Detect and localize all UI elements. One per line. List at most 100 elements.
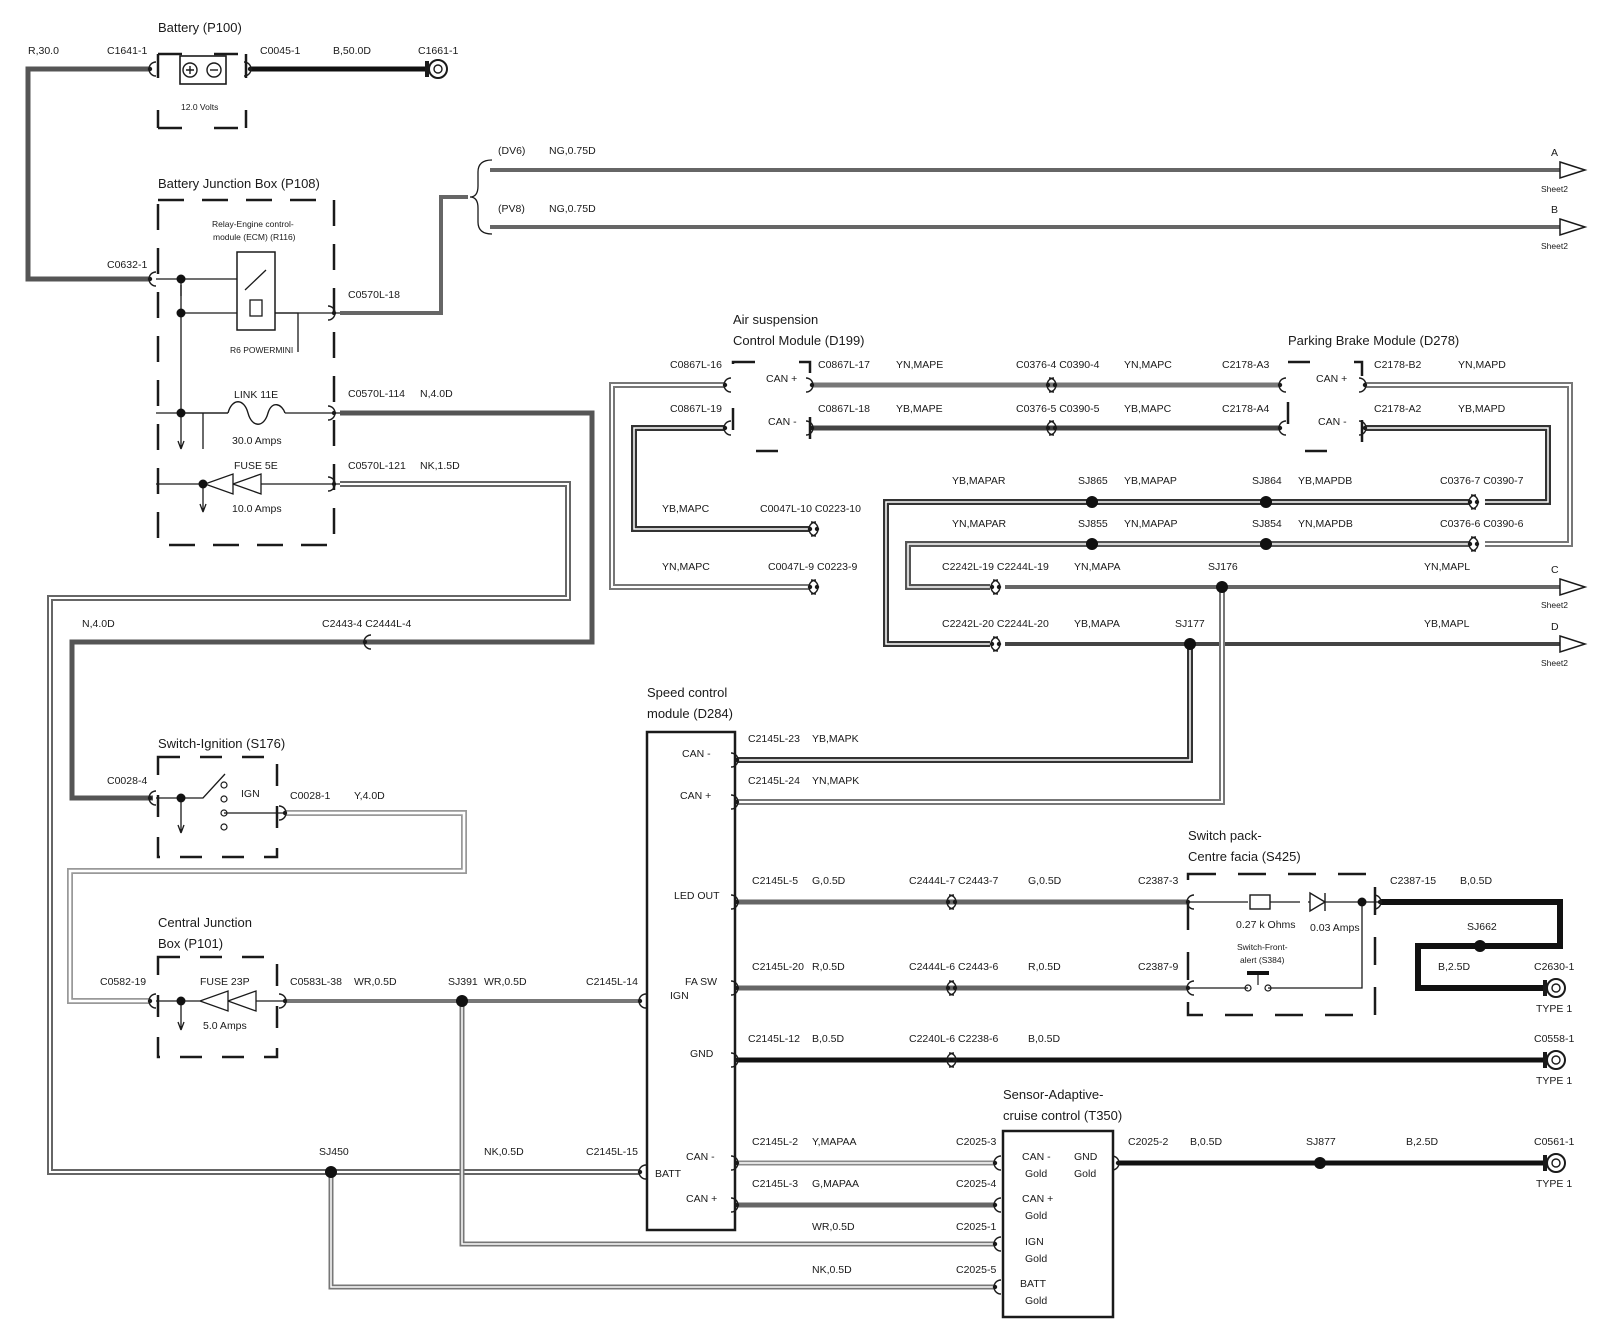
connector-pin-dot bbox=[996, 584, 1002, 590]
connector-pin-dot bbox=[1052, 425, 1058, 431]
wire-label: YN,MAPDB bbox=[1298, 518, 1353, 530]
connector-pin-dot bbox=[992, 1284, 998, 1290]
wire-nk05-acc-core bbox=[330, 1172, 995, 1288]
ring-terminal-hole bbox=[1551, 983, 1561, 993]
conn-label: C0867L-16 bbox=[670, 359, 722, 371]
bjb-title: Battery Junction Box (P108) bbox=[158, 176, 320, 191]
connector-pin-dot bbox=[1377, 899, 1383, 905]
conn-label: C2444L-7 C2443-7 bbox=[909, 875, 998, 887]
connector-pin-dot bbox=[734, 1057, 740, 1063]
asm-title-2: Control Module (D199) bbox=[733, 333, 865, 348]
wire-nk15-core bbox=[49, 483, 640, 1173]
splice-sj177 bbox=[1184, 638, 1196, 650]
wire-ybmapd bbox=[1365, 425, 1551, 505]
wire-label: B,0.5D bbox=[1460, 875, 1493, 887]
conn-label: C2145L-24 bbox=[748, 775, 800, 787]
connector-pin-dot bbox=[1467, 541, 1473, 547]
offsheet-sheet: Sheet2 bbox=[1541, 241, 1568, 251]
wire-ng-relay bbox=[340, 195, 468, 315]
conn-label: C0561-1 bbox=[1534, 1136, 1574, 1148]
label-layer: Battery (P100) 12.0 Volts Battery Juncti… bbox=[28, 20, 1574, 1307]
conn-type: TYPE 1 bbox=[1536, 1075, 1572, 1087]
offsheet-ref: B bbox=[1551, 204, 1558, 216]
wire-label: YB,MAPDB bbox=[1298, 475, 1352, 487]
wire-label: NK,0.5D bbox=[812, 1264, 852, 1276]
wire-label: YN,MAPL bbox=[1424, 561, 1470, 573]
splice-label: SJ662 bbox=[1467, 921, 1497, 933]
connector-pin-dot bbox=[331, 410, 337, 416]
sp-led-current: 0.03 Amps bbox=[1310, 922, 1360, 934]
connector-pin-dot bbox=[734, 1202, 740, 1208]
conn-label: C2387-3 bbox=[1138, 875, 1178, 887]
acc-pin-gold2: Gold bbox=[1074, 1168, 1096, 1180]
connector-pin-dot bbox=[637, 1169, 643, 1175]
conn-label: C0028-4 bbox=[107, 775, 147, 787]
offsheet-ref: C bbox=[1551, 564, 1559, 576]
splice-label: SJ854 bbox=[1252, 518, 1282, 530]
wire-label: G,MAPAA bbox=[812, 1178, 859, 1190]
acc-pin-can-l: CAN - bbox=[1022, 1151, 1051, 1163]
connector-pin-dot bbox=[807, 526, 813, 532]
wire-layer bbox=[25, 66, 1573, 1290]
connector-pin-dot bbox=[147, 998, 153, 1004]
connector-pin-dot bbox=[734, 985, 740, 991]
splice-label: SJ450 bbox=[319, 1146, 349, 1158]
conn-label: C0867L-18 bbox=[818, 403, 870, 415]
sp-switch-2: alert (S384) bbox=[1240, 955, 1285, 965]
splice-label: SJ176 bbox=[1208, 561, 1238, 573]
scm-pin-can-h2: CAN + bbox=[686, 1193, 717, 1205]
pbm-title: Parking Brake Module (D278) bbox=[1288, 333, 1459, 348]
wire-label: (DV6) bbox=[498, 145, 525, 157]
connector-pin-dot bbox=[945, 899, 951, 905]
ring-terminal-crimp bbox=[425, 61, 429, 77]
connector-pin-dot bbox=[637, 998, 643, 1004]
wire-label: YB,MAPC bbox=[1124, 403, 1172, 415]
wire-label: YN,MAPAP bbox=[1124, 518, 1177, 530]
wire-b05-sp bbox=[1380, 899, 1563, 991]
battery-title: Battery (P100) bbox=[158, 20, 242, 35]
wire-label: YN,MAPAR bbox=[952, 518, 1006, 530]
acc-pin-ign: IGN bbox=[1025, 1236, 1044, 1248]
speed-control-module bbox=[645, 730, 737, 1232]
conn-label: C1641-1 bbox=[107, 45, 147, 57]
asm-title-1: Air suspension bbox=[733, 312, 818, 327]
offsheet-ref: D bbox=[1551, 621, 1559, 633]
connector-layer bbox=[147, 59, 1566, 1295]
wire-label: NG,0.75D bbox=[549, 203, 596, 215]
splice-label: SJ855 bbox=[1078, 518, 1108, 530]
connector-pin-dot bbox=[809, 425, 815, 431]
wire-label: B,0.5D bbox=[1028, 1033, 1061, 1045]
splice-sj865 bbox=[1086, 496, 1098, 508]
conn-label: C0558-1 bbox=[1534, 1033, 1574, 1045]
wire-label: YB,MAPE bbox=[896, 403, 943, 415]
wire-label: WR,0.5D bbox=[484, 976, 527, 988]
conn-label: C2178-A4 bbox=[1222, 403, 1269, 415]
connector-pin-dot bbox=[1362, 425, 1368, 431]
connector-pin-dot bbox=[952, 899, 958, 905]
wire-label: N,4.0D bbox=[82, 618, 115, 630]
connector-pin-dot bbox=[1115, 1160, 1121, 1166]
connector-pin-dot bbox=[992, 1160, 998, 1166]
wire-ynmapk-core bbox=[737, 587, 1223, 803]
scm-pin-can-h: CAN + bbox=[680, 790, 711, 802]
wire-label: R,0.5D bbox=[812, 961, 845, 973]
wire-label: B,2.5D bbox=[1406, 1136, 1439, 1148]
link-rating: 30.0 Amps bbox=[232, 435, 282, 447]
connector-pin-dot bbox=[147, 276, 153, 282]
wire-can-l-outer-core bbox=[633, 427, 810, 530]
conn-label: C0376-5 C0390-5 bbox=[1016, 403, 1100, 415]
connector-pin-dot bbox=[722, 382, 728, 388]
asm-pin1: CAN + bbox=[766, 373, 797, 385]
ring-terminal-hole bbox=[1551, 1158, 1561, 1168]
connector-pin-dot bbox=[331, 481, 337, 487]
acc-pin-batt: BATT bbox=[1020, 1278, 1047, 1290]
fuse-5e bbox=[156, 473, 340, 495]
conn-label: C2387-15 bbox=[1390, 875, 1436, 887]
splice-layer bbox=[325, 496, 1486, 1178]
connector-pin-dot bbox=[734, 799, 740, 805]
wire-n40 bbox=[69, 410, 595, 801]
acc-pin-can-h: CAN + bbox=[1022, 1193, 1053, 1205]
wire-label: B,0.5D bbox=[1190, 1136, 1223, 1148]
acc-pin-gold1: Gold bbox=[1025, 1168, 1047, 1180]
